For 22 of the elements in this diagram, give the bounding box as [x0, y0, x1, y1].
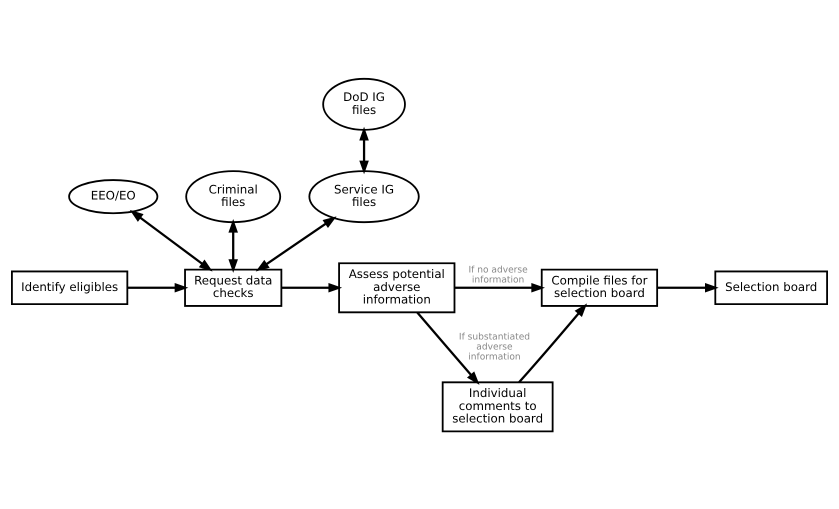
node-box: Request data checks	[184, 268, 282, 306]
node-ellipse: Criminal files	[185, 170, 282, 223]
node-box: Assess potential adverse information	[338, 262, 456, 313]
node-ellipse: Service IG files	[308, 170, 420, 223]
arrow	[281, 282, 342, 292]
node-box: Selection board	[714, 270, 828, 305]
node-box: Compile files for selection board	[540, 268, 658, 306]
edge-label: If substantiated adverse information	[458, 332, 530, 362]
node-box: Identify eligibles	[11, 270, 128, 305]
arrow	[416, 311, 480, 384]
arrow	[657, 282, 719, 292]
node-box: Individual comments to selection board	[442, 380, 554, 432]
arrow	[256, 216, 337, 271]
arrow	[130, 209, 213, 272]
node-ellipse: EEO/EO	[68, 178, 158, 214]
arrow	[518, 302, 588, 382]
arrow	[127, 282, 188, 292]
arrow	[454, 282, 545, 292]
node-ellipse: DoD IG files	[322, 77, 406, 130]
arrow	[228, 218, 238, 272]
edge-label: If no adverse information	[468, 264, 528, 285]
arrow	[359, 126, 369, 174]
